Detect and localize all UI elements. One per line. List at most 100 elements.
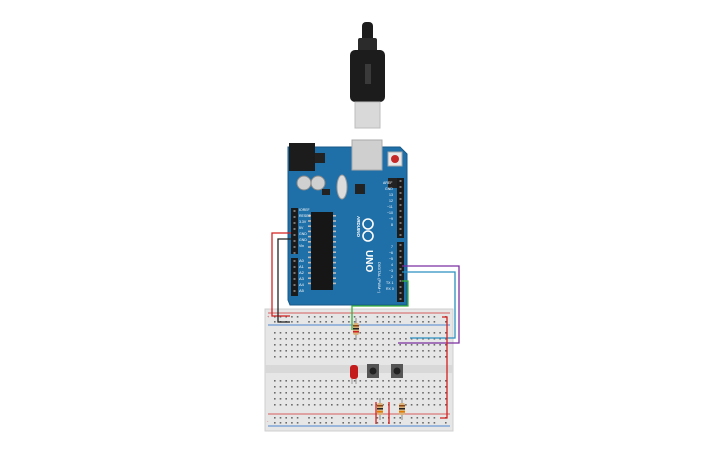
breadboard-hole [274,417,276,419]
chip-pin [333,282,336,285]
breadboard-hole [422,392,424,394]
breadboard-hole [296,398,299,400]
wire-teal[interactable] [402,271,456,339]
breadboard-hole [353,404,356,406]
wire-gnd-black[interactable] [277,238,291,323]
breadboard-hole [296,338,299,340]
wire-purple[interactable] [398,265,460,344]
digital-label: ~5 [389,257,393,261]
breadboard-hole [313,350,316,352]
breadboard-hole [319,380,322,382]
header-pin [399,250,402,252]
breadboard-hole [279,332,282,334]
breadboard-hole [319,417,322,419]
breadboard-hole [279,338,282,340]
breadboard-hole [410,386,413,388]
breadboard-hole [439,344,441,346]
header-pin [293,278,296,280]
board-brand: ARDUINO [356,216,361,237]
chip-pin [333,235,336,238]
breadboard-hole [353,356,356,358]
breadboard-hole [285,316,287,318]
wires[interactable] [271,232,460,424]
breadboard-hole [433,386,436,388]
rail-plus-label: + [267,314,270,319]
led-red[interactable] [350,365,358,384]
breadboard-hole [427,316,430,318]
breadboard-hole [427,356,430,358]
breadboard-hole [399,338,401,340]
breadboard-hole [291,350,293,352]
breadboard-hole [388,356,390,358]
breadboard-hole [313,332,316,334]
chip-pin [308,215,311,217]
resistor-button-2[interactable] [399,398,405,420]
breadboard-hole [427,404,430,406]
power-label: 3.3V [299,220,307,224]
breadboard-hole [274,338,276,340]
digital-label: 7 [391,245,393,249]
breadboard-hole [353,344,356,346]
digital-header-top[interactable] [397,178,404,238]
breadboard-hole [427,350,430,352]
header-pin [293,240,296,242]
breadboard-hole [399,422,401,424]
header-pin [399,186,402,188]
resistor-button-1[interactable] [377,398,383,420]
digital-header-bottom[interactable] [397,242,404,302]
breadboard-hole [308,404,310,406]
digital-label: GND [385,187,393,191]
header-pin [399,234,402,236]
breadboard-hole [319,350,322,352]
breadboard-hole [313,386,316,388]
breadboard-hole [308,392,310,394]
header-pin [399,192,402,194]
analog-header[interactable] [291,258,298,296]
breadboard-hole [325,380,327,382]
breadboard-hole [433,332,436,334]
breadboard-hole [348,356,350,358]
breadboard-hole [331,321,333,323]
breadboard-hole [445,321,447,323]
pushbutton-1[interactable] [367,364,379,378]
components[interactable] [350,318,405,420]
breadboard-hole [376,392,379,394]
usb-plug-grip [365,64,371,84]
digital-label: 13 [389,193,393,197]
breadboard-hole [410,316,413,318]
analog-label: A2 [299,270,305,275]
breadboard-hole [342,332,344,334]
breadboard-hole [274,316,276,318]
resistor-led[interactable] [353,318,359,340]
chip-pin [333,267,336,269]
breadboard-hole [393,344,396,346]
breadboard-hole [439,338,441,340]
crystal [336,174,348,200]
breadboard-hole [365,344,367,346]
breadboard-hole [291,404,293,406]
breadboard-hole [348,380,350,382]
breadboard-hole [325,392,327,394]
breadboard-hole [325,344,327,346]
wire-5v-red[interactable] [271,232,291,317]
breadboard-hole [336,386,339,388]
wire-rail-bridge-red[interactable] [440,316,448,419]
header-pin [399,228,402,230]
arduino-board[interactable]: IOREF RESET 3.3V 5V GND GND Vin A0 A1 A2… [287,139,408,306]
pushbutton-2[interactable] [391,364,403,378]
breadboard-hole [291,316,293,318]
usb-cable[interactable] [350,22,385,129]
chip-pin [308,251,311,253]
header-pin [399,262,402,264]
breadboard-hole [336,392,339,394]
wire-green[interactable] [351,280,409,330]
breadboard-hole [313,321,316,323]
analog-label: A3 [299,276,305,281]
header-pin [293,266,296,268]
analog-labels: A0 A1 A2 A3 A4 A5 [299,258,305,293]
breadboard-hole [376,316,379,318]
breadboard-hole [427,338,430,340]
power-header[interactable] [291,208,298,254]
breadboard-hole [308,316,310,318]
